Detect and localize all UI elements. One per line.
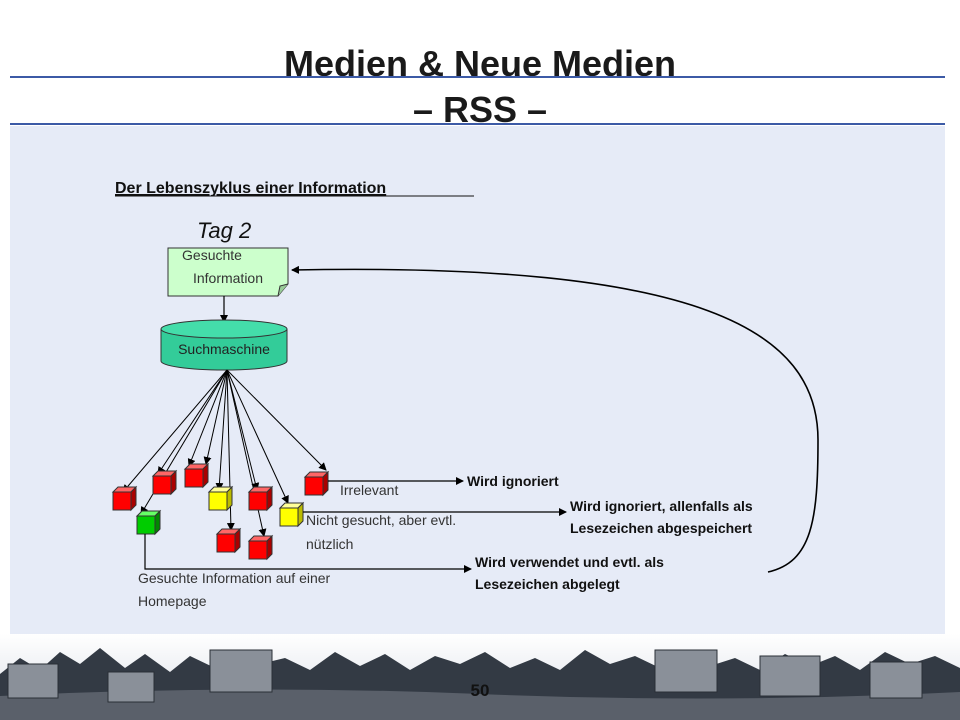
search-engine-label: Suchmaschine [178,341,270,357]
result-ignored: Wird ignoriert [467,473,559,489]
page-number: 50 [470,681,490,700]
result-arrows [122,369,327,537]
result-used-line1: Wird verwendet und evtl. als [475,554,664,570]
label-maybe-line2: nützlich [306,536,353,552]
monitor-icon [7,649,923,703]
slide-title-line2: – RSS – [412,89,548,130]
cube-red [303,470,330,497]
title-rule-bottom [10,123,945,125]
result-cubes [111,462,330,561]
label-found-line2: Homepage [138,593,207,609]
diagram-heading: Der Lebenszyklus einer Information [115,180,386,197]
cube-red [111,485,138,512]
label-maybe-line1: Nicht gesucht, aber evtl. [306,512,456,528]
cube-red [215,527,242,554]
cube-red [151,469,178,496]
result-used-line2: Lesezeichen abgelegt [475,576,620,592]
note-text-line1: Gesuchte [182,247,242,263]
ground [0,689,960,720]
cube-green [135,509,162,536]
result-bookmark-line2: Lesezeichen abgespeichert [570,520,752,536]
cube-red [183,462,210,489]
label-irrelevant: Irrelevant [340,482,398,498]
label-found-line1: Gesuchte Information auf einer [138,570,331,586]
content-area [10,126,945,634]
note-fold [277,283,289,297]
cube-yellow [207,485,234,512]
arrow-found [144,534,472,573]
cube-yellow [278,501,305,528]
day-label: Tag 2 [197,218,251,243]
note-text-line2: Information [193,270,263,286]
search-engine-cylinder [160,319,288,371]
title-rule-top [10,76,945,78]
cube-red [247,485,274,512]
lifecycle-diagram: Der Lebenszyklus einer Information Tag 2… [111,180,819,609]
cube-red [247,534,274,561]
result-bookmark-line1: Wird ignoriert, allenfalls als [570,498,753,514]
feedback-curve-arrow [291,265,819,573]
footer-banner [0,634,960,720]
